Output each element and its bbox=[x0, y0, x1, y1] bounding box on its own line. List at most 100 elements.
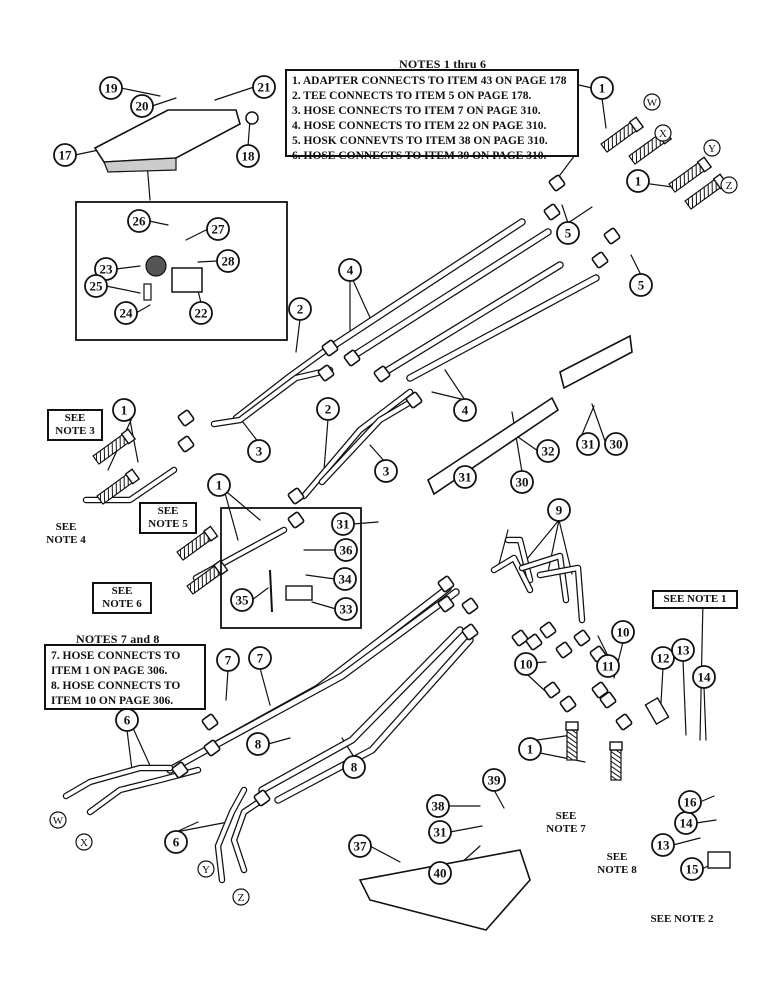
callout-5: 5 bbox=[556, 221, 580, 245]
svg-text:8: 8 bbox=[255, 737, 262, 752]
callout-38: 38 bbox=[426, 794, 450, 818]
svg-text:31: 31 bbox=[337, 517, 350, 532]
svg-text:3: 3 bbox=[256, 444, 263, 459]
letter-W: W bbox=[49, 811, 67, 829]
fitting-14 bbox=[437, 595, 455, 613]
see-note-6-label: SEE NOTE 6 bbox=[92, 582, 152, 614]
svg-text:31: 31 bbox=[434, 825, 447, 840]
callout-2: 2 bbox=[288, 297, 312, 321]
leader-line bbox=[547, 519, 560, 573]
callout-6: 6 bbox=[115, 708, 139, 732]
fitting-6 bbox=[317, 364, 335, 382]
callout-26: 26 bbox=[127, 209, 151, 233]
callout-14: 14 bbox=[674, 811, 698, 835]
callout-10: 10 bbox=[514, 652, 538, 676]
leader-line bbox=[175, 821, 199, 833]
callout-34: 34 bbox=[333, 567, 357, 591]
callout-1: 1 bbox=[518, 737, 542, 761]
callout-31: 31 bbox=[576, 432, 600, 456]
notes-top-title: NOTES 1 thru 6 bbox=[399, 57, 487, 71]
svg-text:38: 38 bbox=[432, 799, 446, 814]
note-line: 7. HOSE CONNECTS TO bbox=[51, 650, 181, 662]
see-note-4-label: SEE NOTE 4 bbox=[38, 521, 94, 547]
svg-text:18: 18 bbox=[242, 149, 256, 164]
svg-text:Y: Y bbox=[708, 143, 716, 155]
leader-line bbox=[126, 729, 133, 771]
letter-W: W bbox=[643, 93, 661, 111]
leader-line bbox=[135, 304, 151, 314]
fitting-25 bbox=[573, 629, 591, 647]
leader-line bbox=[115, 265, 141, 270]
fitting-13 bbox=[437, 575, 455, 593]
hose-end-2 bbox=[668, 156, 713, 193]
callout-36: 36 bbox=[334, 538, 358, 562]
callout-31: 31 bbox=[453, 465, 477, 489]
svg-text:6: 6 bbox=[173, 835, 180, 850]
svg-text:12: 12 bbox=[657, 651, 670, 666]
fitting-7 bbox=[177, 409, 195, 427]
fitting-31 bbox=[591, 681, 609, 699]
callout-25: 25 bbox=[84, 274, 108, 298]
svg-text:15: 15 bbox=[686, 862, 700, 877]
fitting-15 bbox=[461, 597, 479, 615]
callout-1: 1 bbox=[626, 169, 650, 193]
svg-text:4: 4 bbox=[347, 263, 354, 278]
see-note-text: NOTE 7 bbox=[546, 823, 586, 835]
hose-line-0-core bbox=[327, 219, 525, 351]
svg-text:7: 7 bbox=[257, 651, 264, 666]
svg-text:4: 4 bbox=[462, 403, 469, 418]
svg-text:20: 20 bbox=[136, 99, 149, 114]
fitting-3 bbox=[591, 251, 609, 269]
callout-1: 1 bbox=[112, 398, 136, 422]
hose-line-1-core bbox=[347, 229, 551, 361]
svg-text:W: W bbox=[53, 815, 64, 827]
see-note-text: SEE bbox=[111, 585, 133, 597]
svg-text:X: X bbox=[80, 837, 88, 849]
svg-text:16: 16 bbox=[684, 795, 698, 810]
hose-line-7-core bbox=[320, 398, 416, 484]
leader-line bbox=[558, 519, 573, 575]
callout-28: 28 bbox=[216, 249, 240, 273]
leader-line bbox=[449, 825, 483, 833]
see-note-text: NOTE 8 bbox=[597, 864, 637, 876]
see-note-text: SEE bbox=[157, 505, 179, 517]
hose-line-5-core bbox=[407, 275, 599, 381]
fitting-12 bbox=[405, 391, 423, 409]
hose-line-10-core bbox=[259, 627, 463, 793]
hose-end-6 bbox=[176, 525, 219, 561]
see-note-text: NOTE 5 bbox=[148, 518, 188, 530]
fitting-16 bbox=[461, 623, 479, 641]
callout-1: 1 bbox=[207, 473, 231, 497]
callout-8: 8 bbox=[342, 755, 366, 779]
leader-line bbox=[672, 837, 701, 846]
callout-13: 13 bbox=[671, 638, 695, 662]
svg-text:23: 23 bbox=[100, 262, 114, 277]
fitting-24 bbox=[555, 641, 573, 659]
callout-10: 10 bbox=[611, 620, 635, 644]
svg-text:21: 21 bbox=[258, 80, 271, 95]
callout-9: 9 bbox=[547, 498, 571, 522]
svg-text:7: 7 bbox=[225, 653, 232, 668]
fitting-9 bbox=[287, 487, 305, 505]
leader-line bbox=[559, 154, 576, 176]
leader-line bbox=[369, 845, 401, 863]
leader-line bbox=[511, 411, 523, 473]
callout-30: 30 bbox=[604, 432, 628, 456]
svg-text:13: 13 bbox=[677, 643, 691, 658]
svg-text:9: 9 bbox=[556, 503, 563, 518]
svg-text:28: 28 bbox=[222, 254, 236, 269]
see-note-text: SEE bbox=[64, 412, 86, 424]
see-note-text: NOTE 3 bbox=[55, 425, 95, 437]
svg-text:37: 37 bbox=[354, 839, 368, 854]
leader-line bbox=[185, 228, 209, 241]
detail-inset-box bbox=[75, 201, 288, 341]
leader-line bbox=[703, 686, 707, 741]
support-channel-upper bbox=[559, 334, 633, 390]
svg-text:13: 13 bbox=[657, 838, 671, 853]
hose-line-9-core bbox=[207, 589, 459, 751]
callout-3: 3 bbox=[374, 459, 398, 483]
fitting-20 bbox=[171, 761, 189, 779]
see-note-text: SEE NOTE 1 bbox=[663, 593, 727, 605]
svg-text:Z: Z bbox=[238, 892, 245, 904]
callout-7: 7 bbox=[216, 648, 240, 672]
